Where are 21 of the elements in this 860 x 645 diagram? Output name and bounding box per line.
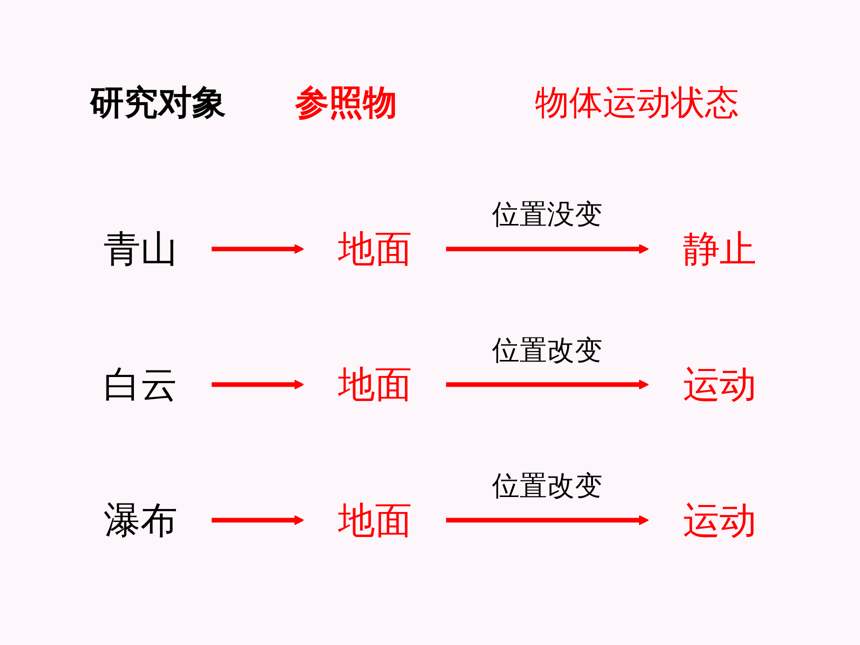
arrow — [212, 380, 304, 390]
edge-label: 位置没变 — [492, 198, 602, 232]
edge-label: 位置改变 — [492, 334, 602, 367]
node-text: 白云 — [104, 363, 178, 407]
node-text: 瀑布 — [104, 498, 178, 542]
node-text: 地面 — [338, 498, 412, 542]
node-text: 静止 — [682, 228, 756, 272]
arrow — [212, 516, 304, 526]
arrow — [446, 244, 649, 254]
node-text: 地面 — [338, 363, 412, 407]
column-heading: 物体运动状态 — [535, 82, 739, 125]
node-text: 地面 — [338, 228, 412, 272]
node-text: 运动 — [682, 498, 756, 542]
node-text: 青山 — [104, 228, 178, 272]
arrow — [446, 380, 649, 390]
node-text: 运动 — [682, 363, 756, 407]
arrow — [446, 516, 649, 526]
arrow — [212, 244, 304, 254]
column-heading: 参照物 — [295, 82, 397, 125]
edge-label: 位置改变 — [492, 470, 602, 502]
column-heading: 研究对象 — [90, 82, 226, 125]
